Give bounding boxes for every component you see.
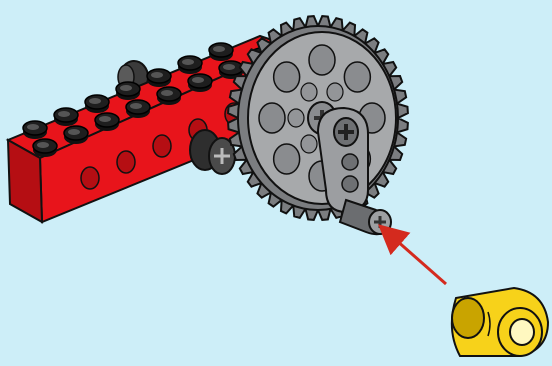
brick-stud-icon [157, 87, 181, 105]
brick-pin-hole [81, 167, 99, 189]
gear-hole [309, 45, 335, 75]
brick-stud-icon [126, 100, 150, 118]
brick-stud-icon [85, 95, 109, 113]
brick-stud-icon [33, 139, 57, 157]
brick-stud-icon [116, 82, 140, 100]
brick-pin-hole [153, 135, 171, 157]
brick-stud-icon [95, 113, 119, 131]
brick-stud-icon [188, 74, 212, 92]
brick-stud-icon [23, 121, 47, 139]
gear-inner-hole [288, 109, 304, 127]
brick-stud-icon [147, 69, 171, 87]
gear-inner-hole [301, 83, 317, 101]
yellow-technic-connector-icon [452, 288, 548, 356]
brick-pin-hole [117, 151, 135, 173]
gray-angled-beam-icon [318, 108, 368, 212]
gear-hole [274, 62, 300, 92]
brick-stud-icon [178, 56, 202, 74]
brick-stud-icon [209, 43, 233, 61]
gear-inner-hole [327, 83, 343, 101]
gear-hole [344, 62, 370, 92]
gear-inner-hole [301, 135, 317, 153]
brick-stud-icon [54, 108, 78, 126]
brick-stud-icon [64, 126, 88, 144]
gear-hole [259, 103, 285, 133]
gear-hole [274, 144, 300, 174]
